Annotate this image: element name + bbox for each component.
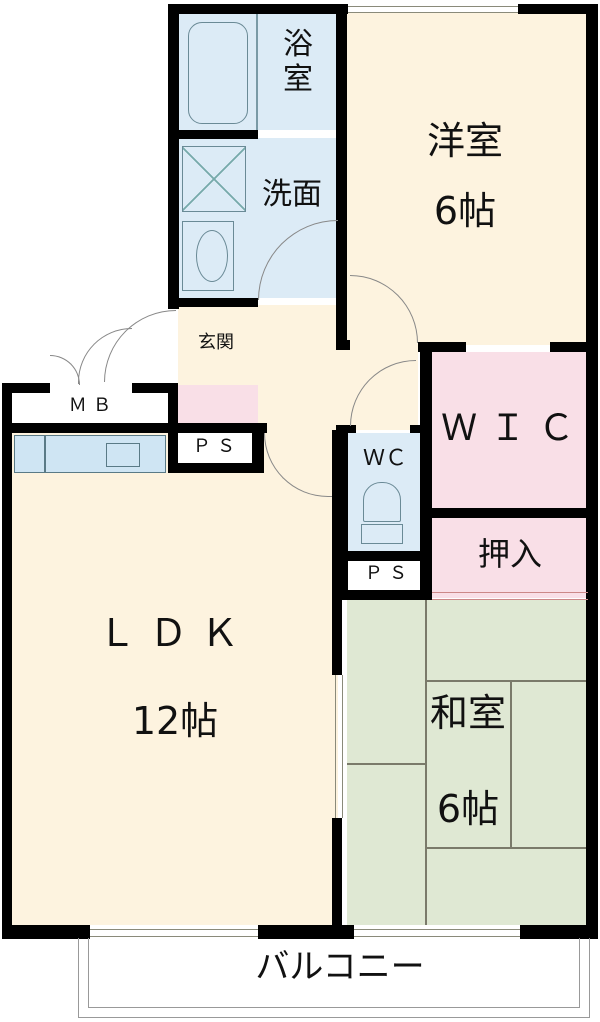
wash-basin-icon [182, 221, 234, 291]
wall [168, 463, 264, 473]
tatami-line [510, 680, 512, 848]
closet-door [432, 592, 588, 600]
wall [168, 130, 258, 139]
tatami-line [425, 600, 427, 925]
toilet-tank [361, 524, 403, 544]
wall [168, 4, 179, 309]
walk-in-closet [432, 352, 588, 508]
window [354, 929, 520, 937]
sliding-door[interactable] [335, 675, 343, 818]
counter-divider [44, 436, 46, 472]
wall [332, 430, 342, 675]
wc-label: ＷＣ [362, 446, 407, 471]
kitchen-counter [14, 435, 166, 473]
wall [550, 342, 590, 352]
wall [2, 383, 12, 938]
bath-label-2: 室 [283, 61, 313, 97]
wall [2, 423, 267, 433]
japanese-room-name: 和室 [429, 691, 506, 735]
ps-left-label: ＰＳ [192, 436, 242, 457]
meter-box [12, 393, 172, 423]
toilet-icon [363, 482, 401, 522]
wall [520, 925, 598, 939]
mb-label: ＭＢ [68, 395, 118, 416]
japanese-room-size: 6帖 [436, 787, 500, 831]
ldk-room [12, 430, 338, 925]
pipe-space-right [347, 562, 423, 590]
wall [132, 383, 178, 393]
window [348, 6, 518, 13]
wall [2, 383, 50, 393]
wall [258, 925, 354, 939]
wall [2, 925, 90, 939]
window [90, 929, 258, 937]
wall [410, 425, 422, 433]
wall [336, 340, 350, 350]
balcony-inner [88, 938, 580, 1008]
balcony-label: バルコニー [255, 947, 425, 987]
wall [168, 4, 348, 14]
closet [432, 518, 588, 598]
wall [518, 4, 598, 14]
tatami-line [425, 847, 588, 849]
pipe-space-left [178, 433, 252, 463]
mb-door[interactable] [50, 355, 80, 385]
entrance-label: 玄関 [198, 332, 234, 353]
wall [336, 4, 347, 349]
bathtub-icon [188, 22, 248, 124]
wall [420, 508, 590, 518]
ps-right-label: ＰＳ [364, 563, 414, 584]
ldk-name: ＬＤＫ [98, 611, 252, 655]
western-room-name: 洋室 [426, 119, 503, 163]
japanese-room [347, 600, 588, 925]
bathroom [178, 12, 338, 130]
wall [420, 342, 432, 597]
wall [252, 423, 264, 473]
bath-divider [256, 12, 258, 130]
wall [336, 551, 426, 561]
bath-label-1: 浴 [283, 27, 313, 62]
ldk-size: 12帖 [131, 699, 219, 743]
kitchen-sink-icon [106, 443, 140, 467]
tatami-line [425, 680, 588, 682]
wall [168, 383, 178, 473]
tatami-line [347, 763, 425, 765]
closet-label: 押入 [477, 535, 542, 573]
mb-door[interactable] [78, 328, 132, 384]
basin-bowl [196, 230, 228, 282]
washing-machine-icon [182, 146, 246, 212]
washroom-label: 洗面 [262, 177, 322, 212]
wall [168, 298, 258, 307]
wall [336, 590, 432, 600]
entrance-step [178, 385, 258, 423]
western-room-size: 6帖 [433, 189, 497, 233]
wall [332, 818, 342, 928]
balcony [78, 938, 590, 1018]
bath-label: 浴 室 [268, 27, 328, 97]
wall [418, 342, 466, 352]
wall [336, 425, 356, 433]
wic-label: ＷＩＣ [441, 408, 587, 449]
wall [586, 4, 598, 939]
